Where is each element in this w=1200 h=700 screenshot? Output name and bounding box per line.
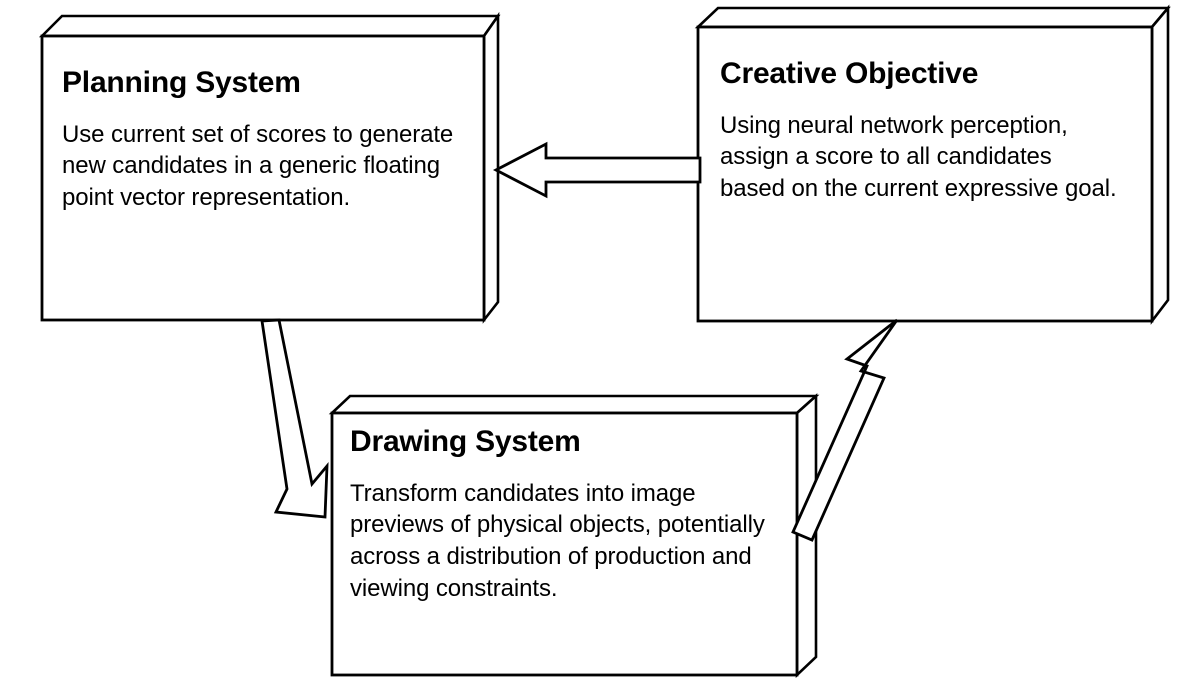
node-creative-objective-shape[interactable] — [694, 4, 1171, 325]
edge-planning-to-drawing-arrow[interactable] — [260, 318, 329, 519]
drawing-system-title: Drawing System — [350, 425, 581, 458]
planning-box-front-face — [40, 34, 486, 322]
node-creative-objective-text: Creative Objective Using neural network … — [720, 57, 1120, 205]
drawing-system-body: Transform candidates into image previews… — [350, 479, 765, 602]
node-planning-system-shape[interactable] — [38, 11, 501, 324]
creative-objective-title: Creative Objective — [720, 57, 979, 90]
creative-box-side-face — [1150, 4, 1170, 325]
creative-box-top-face — [694, 6, 1171, 29]
drawing-box-front-face — [330, 411, 799, 677]
node-drawing-system-shape[interactable] — [328, 393, 820, 679]
node-planning-system-text: Planning System Use current set of score… — [62, 66, 462, 214]
edge-drawing-to-creative-arrow[interactable] — [791, 318, 899, 542]
planning-box-side-face — [482, 11, 500, 324]
drawing-box-top-face — [328, 394, 820, 415]
edge-creative-to-planning-arrow[interactable] — [492, 141, 702, 199]
creative-box-front-face — [696, 25, 1154, 323]
planning-box-top-face — [38, 14, 501, 38]
node-drawing-system-text: Drawing System Transform candidates into… — [350, 425, 780, 604]
planning-system-body: Use current set of scores to generate ne… — [62, 120, 454, 212]
planning-system-title: Planning System — [62, 66, 301, 99]
creative-objective-body: Using neural network perception, assign … — [720, 111, 1117, 203]
